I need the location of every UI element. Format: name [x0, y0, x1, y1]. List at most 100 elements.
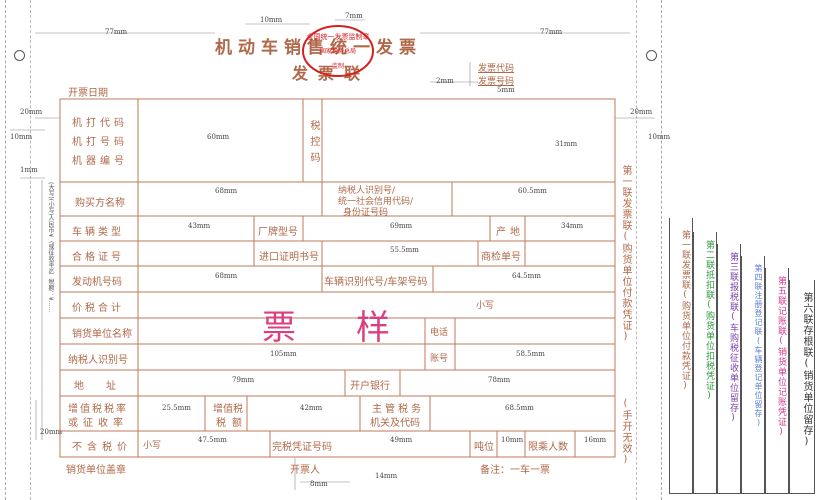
dim-2mm: 2mm — [436, 77, 454, 85]
dim-left-20: 20mm — [20, 108, 43, 116]
label-inspection-no: 商检单号 — [481, 252, 521, 263]
tax-seal: 全国统一发票监制章 国家税务总局 监制 — [302, 25, 374, 77]
label-phone: 电话 — [430, 328, 449, 338]
label-tax-control: 税控码 — [308, 120, 319, 168]
dim-r3-43: 43mm — [188, 222, 211, 230]
invoice-sheet — [5, 0, 662, 500]
invoice-code-label: 发票代码 — [478, 64, 515, 74]
dim-r3-34: 34mm — [561, 222, 584, 230]
tab-copy-4-label: 第四联注册登记联(车辆登记单位留存) — [754, 264, 763, 428]
sample-watermark: 票样 — [262, 308, 450, 348]
tab-copy-6[interactable]: 第六联存根联(销货单位留存) — [789, 280, 815, 494]
label-machine-serial: 机器编号 — [72, 156, 128, 167]
tab-copy-3[interactable]: 第三联报税联(车购税征收单位留存) — [717, 244, 741, 494]
dim-r9-78: 78mm — [488, 376, 511, 384]
perforation-right — [636, 0, 637, 500]
dim-top-left-77: 77mm — [105, 28, 128, 36]
label-address: 地址 — [74, 381, 138, 392]
dim-r11-16: 16mm — [584, 436, 607, 444]
dim-bottom-20: 20mm — [40, 428, 63, 436]
dim-r4-555: 55.5mm — [390, 246, 419, 254]
label-tax-office-1: 主管税务 — [372, 404, 424, 415]
label-engine-no: 发动机号码 — [72, 277, 122, 288]
label-seller-tax-id: 纳税人识别号 — [68, 355, 128, 366]
label-vehicle-type: 车辆类型 — [72, 227, 124, 238]
perforation-left — [30, 0, 31, 500]
dim-right-20: 20mm — [630, 108, 653, 116]
dim-r8-585: 58.5mm — [516, 350, 545, 358]
label-taxpayer-id-3: 身份证号码 — [343, 208, 389, 218]
label-account: 账号 — [430, 354, 449, 364]
label-issuer: 开票人 — [290, 465, 320, 476]
tab-copy-1-label: 第一联发票联(购货单位付款凭证) — [680, 230, 690, 392]
dim-r10-685: 68.5mm — [505, 404, 534, 412]
label-total-price: 价税合计 — [72, 303, 124, 314]
label-taxpayer-id-2: 统一社会信用代码/ — [338, 197, 414, 207]
dim-r1-31: 31mm — [555, 140, 578, 148]
label-tax-voucher: 完税凭证号码 — [272, 442, 332, 453]
dim-r11-10: 10mm — [501, 436, 524, 444]
label-cert-no: 合格证号 — [72, 252, 124, 263]
seal-top-text: 全国统一发票监制章 — [307, 32, 370, 41]
label-vin: 车辆识别代号/车架号码 — [324, 277, 428, 288]
dim-left-10: 10mm — [10, 133, 33, 141]
dim-r5-68: 68mm — [215, 272, 238, 280]
label-seller-name: 销货单位名称 — [72, 329, 132, 340]
tab-copy-5[interactable]: 第五联记账联(销货单位记账凭证) — [765, 268, 789, 494]
left-margin-note: (大写)(小写)人民币¥（或征收率%）税额：¥…… — [47, 182, 54, 313]
copy-label: 第一联发票联(购货单位付款凭证) — [620, 165, 631, 343]
seal-bottom-text: 监制 — [332, 62, 344, 70]
label-small-write: 小写 — [476, 301, 495, 311]
label-tonnage: 吨位 — [474, 442, 494, 453]
dim-top-right-77: 77mm — [540, 28, 563, 36]
label-tax-office-2: 机关及代码 — [370, 418, 420, 429]
dim-top-10: 10mm — [260, 16, 283, 24]
dim-r11-475: 47.5mm — [198, 436, 227, 444]
dim-bottom-14: 14mm — [375, 472, 398, 480]
tab-copy-5-label: 第五联记账联(销货单位记账凭证) — [776, 276, 786, 438]
punch-hole-right — [646, 50, 657, 61]
dim-r3-69: 69mm — [390, 222, 413, 230]
issue-date-label: 开票日期 — [68, 88, 108, 99]
invoice-number-label: 发票号码 — [478, 77, 515, 87]
label-small-write-2: 小写 — [143, 441, 162, 451]
tab-copy-4[interactable]: 第四联注册登记联(车辆登记单位留存) — [741, 256, 765, 494]
dim-r2-605: 60.5mm — [518, 187, 547, 195]
label-seats: 限乘人数 — [528, 442, 568, 453]
dim-r11-49: 49mm — [390, 436, 413, 444]
label-vat-amount-2: 税额 — [216, 418, 248, 429]
tab-copy-2[interactable]: 第二联抵扣联(购货单位扣税凭证) — [693, 232, 717, 494]
handwritten-invalid: (手开无效) — [620, 398, 631, 466]
tab-copy-1[interactable]: 第一联发票联(购货单位付款凭证) — [669, 218, 693, 494]
label-ex-tax-price: 不含税价 — [72, 442, 132, 453]
label-vat-rate-1: 增值税税率 — [68, 404, 128, 415]
label-taxpayer-id-1: 纳税人识别号/ — [338, 186, 396, 196]
label-machine-number: 机打号码 — [72, 137, 128, 148]
dim-bottom-8: 8mm — [310, 480, 328, 488]
dim-r2-68: 68mm — [215, 187, 238, 195]
label-import-cert: 进口证明书号 — [259, 252, 319, 263]
dim-r9-79: 79mm — [232, 376, 255, 384]
label-buyer-name: 购买方名称 — [75, 198, 125, 209]
dim-r5-645: 64.5mm — [512, 272, 541, 280]
label-origin: 产地 — [496, 227, 524, 238]
dim-left-1: 1mm — [20, 166, 38, 174]
dim-top-7: 7mm — [345, 12, 363, 20]
dim-r10-42: 42mm — [300, 404, 323, 412]
dim-right-10: 10mm — [648, 133, 671, 141]
seal-middle-text: 国家税务总局 — [320, 47, 356, 55]
tab-copy-3-label: 第三联报税联(车购税征收单位留存) — [728, 252, 738, 424]
dim-r8-105: 105mm — [270, 350, 297, 358]
label-machine-code: 机打代码 — [72, 118, 128, 129]
dim-5mm: 5mm — [497, 86, 515, 94]
tab-copy-6-label: 第六联存根联(销货单位留存) — [801, 292, 812, 448]
label-brand-model: 厂牌型号 — [258, 227, 298, 238]
label-seller-seal: 销货单位盖章 — [66, 465, 126, 476]
label-vat-rate-2: 或征收率 — [68, 418, 128, 429]
dim-r10-255: 25.5mm — [162, 404, 191, 412]
tab-copy-2-label: 第二联抵扣联(购货单位扣税凭证) — [704, 240, 714, 402]
label-vat-amount-1: 增值税 — [213, 404, 243, 415]
invoice-subtitle: 发票联 — [292, 64, 371, 83]
